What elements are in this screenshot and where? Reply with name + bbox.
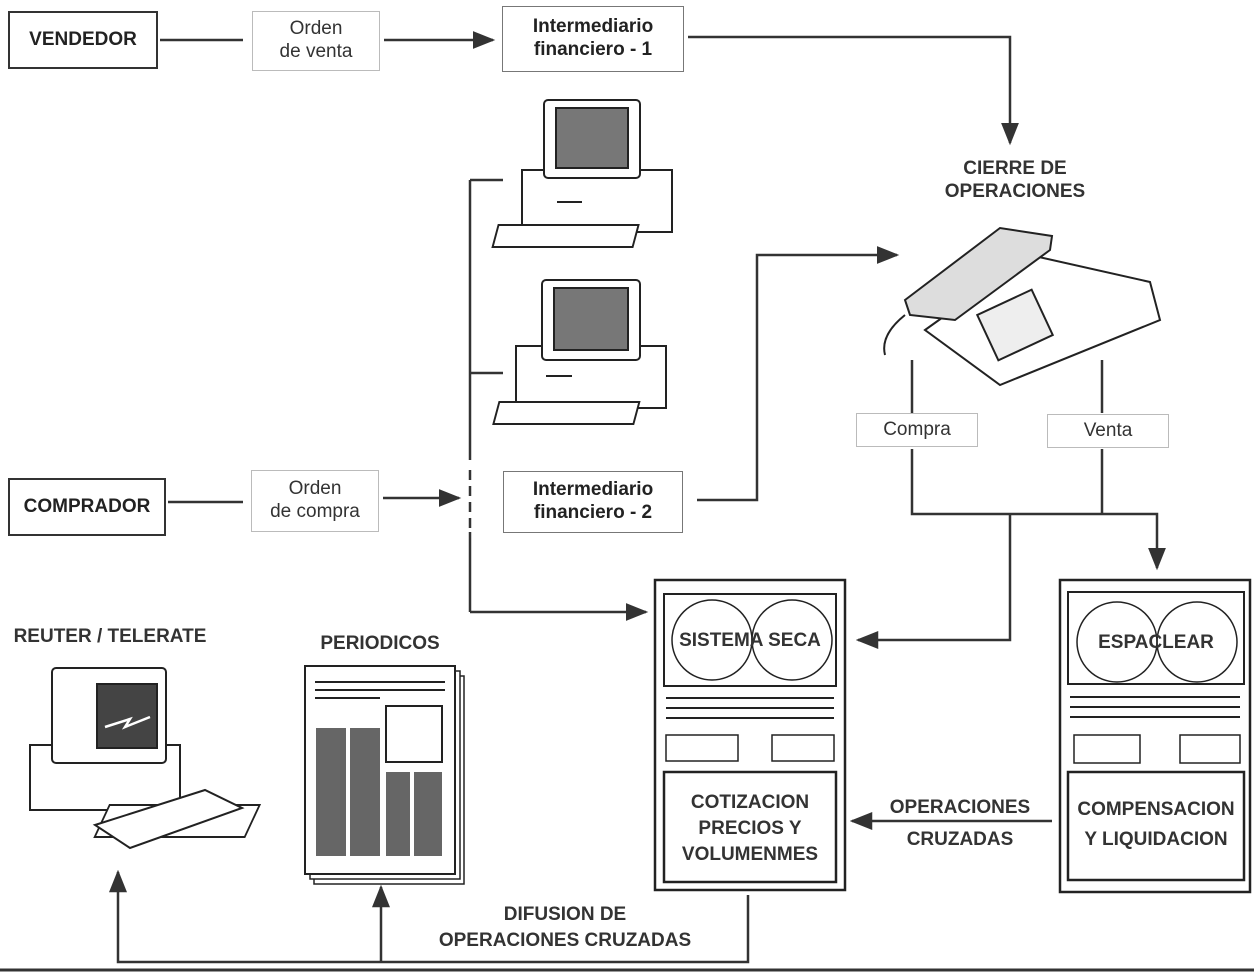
reuter-label: REUTER / TELERATE [13, 626, 207, 647]
compra-to-espaclear-arrow [910, 449, 1166, 571]
dissemination-label: DIFUSION DE OPERACIONES CRUZADAS [438, 904, 692, 951]
computer-icon [491, 99, 673, 248]
sale-tag-box: Venta [1047, 414, 1169, 448]
terminal-icon [29, 667, 262, 850]
sale-order-box: Orden de venta [252, 11, 380, 71]
broker-2-box: Intermediario financiero - 2 [503, 471, 683, 533]
espaclear-panel-label: COMPENSACION Y LIQUIDACION [1077, 799, 1235, 850]
sale-order-label: Orden de venta [279, 18, 353, 62]
espaclear-server [1058, 578, 1252, 894]
purchase-tag-box: Compra [856, 413, 978, 447]
computer-icon [492, 279, 667, 425]
buyer-box: COMPRADOR [8, 478, 166, 536]
sale-tag-label: Venta [1083, 419, 1133, 441]
closing-label: CIERRE DE OPERACIONES [944, 158, 1086, 202]
broker2-to-closing-arrow [697, 246, 900, 502]
newspaper-icon [304, 665, 465, 885]
newspapers-label: PERIODICOS [320, 633, 440, 654]
purchase-order-box: Orden de compra [251, 470, 379, 532]
espaclear-screen-label: ESPACLEAR [1098, 632, 1214, 653]
seller-label: VENDEDOR [29, 28, 137, 50]
seca-screen-label: SISTEMA SECA [679, 630, 821, 651]
seca-server [653, 578, 847, 892]
broker-2-label: Intermediario financiero - 2 [532, 479, 654, 523]
buyer-label: COMPRADOR [23, 495, 151, 517]
seller-box: VENDEDOR [8, 11, 158, 69]
crossed-ops-label: OPERACIONES CRUZADAS [889, 797, 1031, 850]
dissemination-to-reuter-arrow [109, 869, 750, 964]
broker1-to-closing-arrow [688, 35, 1019, 146]
purchase-tag-label: Compra [883, 418, 951, 440]
broker-1-label: Intermediario financiero - 1 [532, 16, 654, 60]
purchase-order-label: Orden de compra [270, 478, 360, 522]
telephone-icon [883, 226, 1162, 387]
join-to-seca-arrow [855, 514, 1012, 649]
broker-1-box: Intermediario financiero - 1 [502, 6, 684, 72]
seca-panel-label: COTIZACION PRECIOS Y VOLUMENMES [681, 792, 819, 865]
